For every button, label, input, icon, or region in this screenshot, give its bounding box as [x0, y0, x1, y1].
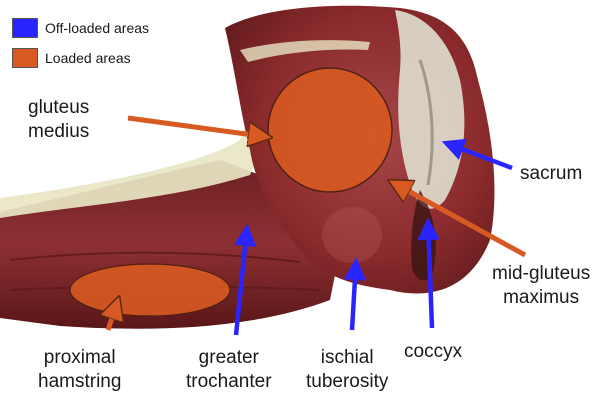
label-sacrum: sacrum	[520, 162, 582, 186]
label-ischial-tuberosity-line2: tuberosity	[306, 370, 388, 394]
legend-swatch-offloaded	[12, 18, 38, 38]
label-mid-gluteus-line2: maximus	[492, 286, 590, 310]
label-proximal-hamstring-line2: hamstring	[38, 370, 121, 394]
label-gluteus-medius-line2: medius	[28, 120, 89, 144]
legend-swatch-loaded	[12, 48, 38, 68]
label-coccyx-text: coccyx	[404, 340, 462, 364]
label-sacrum-text: sacrum	[520, 162, 582, 186]
legend-loaded: Loaded areas	[12, 48, 131, 68]
label-mid-gluteus-line1: mid-gluteus	[492, 262, 590, 286]
label-gluteus-medius: gluteus medius	[28, 96, 89, 144]
label-proximal-hamstring: proximal hamstring	[38, 346, 121, 394]
label-greater-trochanter-line1: greater	[186, 346, 272, 370]
ischial-tuberosity-shape	[322, 207, 382, 263]
label-mid-gluteus-maximus: mid-gluteus maximus	[492, 262, 590, 310]
label-gluteus-medius-line1: gluteus	[28, 96, 89, 120]
loaded-area-hamstring	[70, 264, 230, 316]
legend-offloaded: Off-loaded areas	[12, 18, 149, 38]
label-greater-trochanter: greater trochanter	[186, 346, 272, 394]
label-ischial-tuberosity: ischial tuberosity	[306, 346, 388, 394]
legend-label-loaded: Loaded areas	[45, 50, 131, 66]
loaded-area-gluteus	[268, 68, 392, 192]
label-ischial-tuberosity-line1: ischial	[306, 346, 388, 370]
label-proximal-hamstring-line1: proximal	[38, 346, 121, 370]
label-greater-trochanter-line2: trochanter	[186, 370, 272, 394]
legend-label-offloaded: Off-loaded areas	[45, 20, 149, 36]
label-coccyx: coccyx	[404, 340, 462, 364]
